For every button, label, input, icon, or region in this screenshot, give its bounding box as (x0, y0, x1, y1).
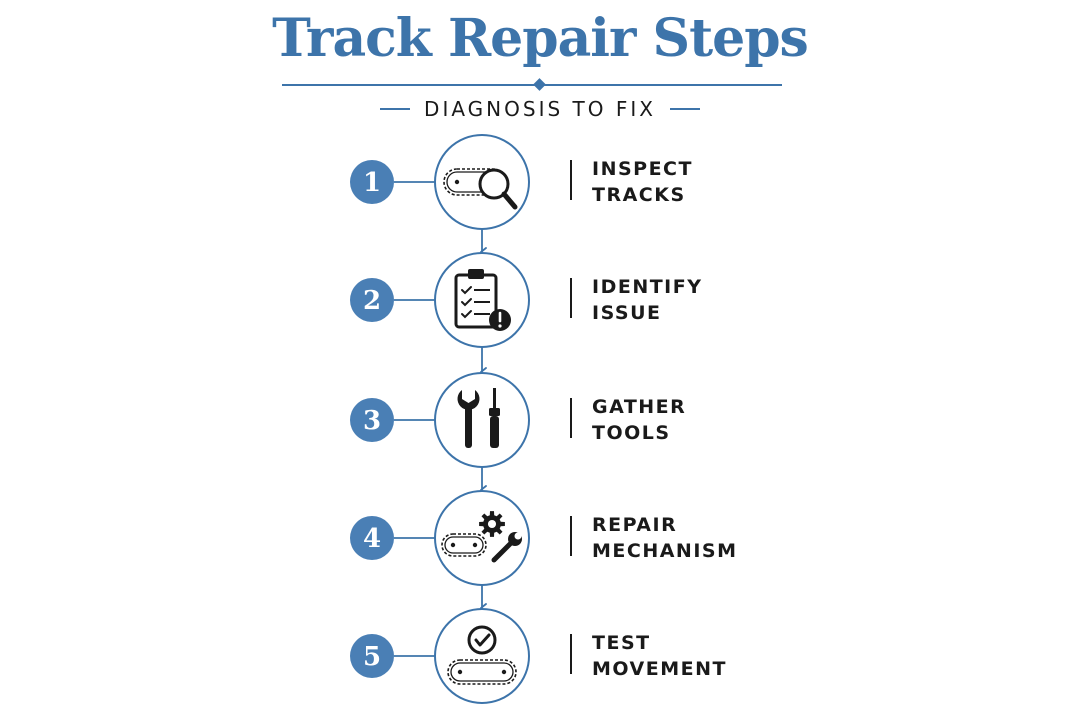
step-number: 3 (363, 406, 381, 436)
step-label-line1: INSPECT (592, 158, 693, 180)
step-label-line1: TEST (592, 632, 651, 654)
subtitle-rule-right (669, 108, 700, 110)
subtitle-row: DIAGNOSIS TO FIX (0, 97, 1080, 121)
step-label: GATHER TOOLS (592, 394, 686, 446)
step-number: 5 (363, 642, 381, 672)
step-icon-ring (434, 490, 530, 586)
step-badge (350, 398, 394, 442)
step-label-line1: GATHER (592, 396, 687, 418)
step-label: INSPECT TRACKS (592, 156, 693, 208)
step-icon-ring (434, 608, 530, 704)
label-divider (570, 160, 572, 200)
step-label-line1: REPAIR (592, 514, 678, 536)
checkmark-track-icon (447, 625, 517, 685)
step-label-line1: IDENTIFY (592, 276, 703, 298)
label-divider (570, 398, 572, 438)
step-number: 4 (363, 524, 381, 554)
label-divider (570, 634, 572, 674)
page-title: Track Repair Steps (272, 8, 809, 69)
step-badge (350, 160, 394, 204)
label-divider (570, 516, 572, 556)
step-label-line2: MECHANISM (592, 540, 738, 562)
subtitle-rule-left (380, 108, 411, 110)
step-icon-ring (434, 372, 530, 468)
step-label-line2: MOVEMENT (592, 658, 727, 680)
subtitle: DIAGNOSIS TO FIX (424, 97, 656, 121)
clipboard-alert-icon (454, 269, 511, 331)
step-number: 2 (363, 286, 381, 316)
gear-wrench-chain-icon (441, 511, 522, 563)
title-rule (282, 84, 782, 86)
step-label-line2: ISSUE (592, 302, 662, 324)
label-divider (570, 278, 572, 318)
step-label-line2: TRACKS (592, 184, 686, 206)
step-badge (350, 516, 394, 560)
step-number: 1 (363, 168, 381, 198)
step-icon-ring (434, 252, 530, 348)
step-badge (350, 278, 394, 322)
step-label: IDENTIFY ISSUE (592, 274, 703, 326)
step-label: TEST MOVEMENT (592, 630, 727, 682)
step-label: REPAIR MECHANISM (592, 512, 738, 564)
step-label-line2: TOOLS (592, 422, 671, 444)
step-badge (350, 634, 394, 678)
chain-magnifier-icon (443, 168, 518, 210)
wrench-screwdriver-icon (457, 388, 500, 448)
